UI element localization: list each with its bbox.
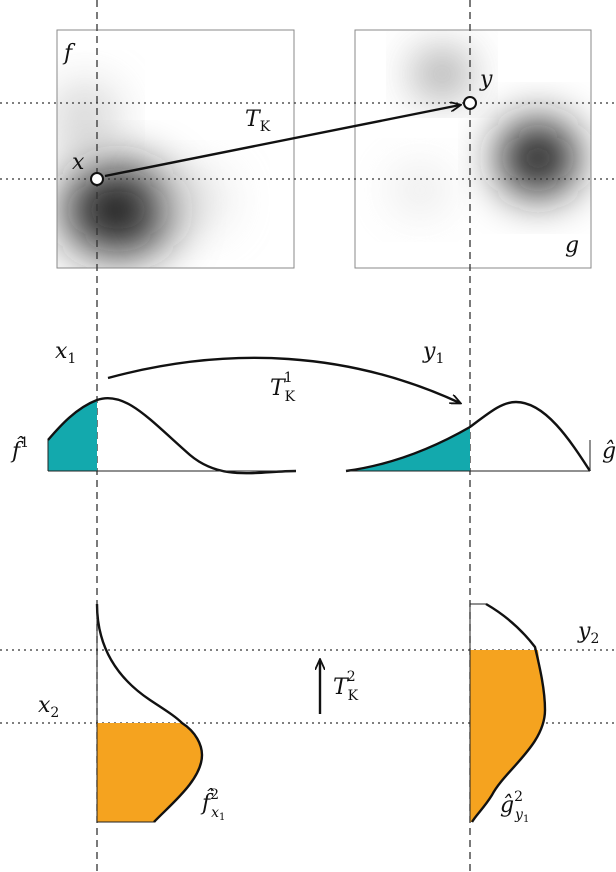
conditional-f2 [95, 603, 204, 823]
label-y2: y2 [577, 619, 599, 647]
label-y: y [479, 67, 493, 92]
label-x1-sub: 1 [67, 351, 76, 367]
point-y-marker [463, 96, 477, 110]
marginal-f1 [47, 396, 297, 475]
density-g-frame [354, 29, 592, 269]
density-g-panel [354, 29, 592, 269]
label-f-hat-1: f̂1 [10, 435, 29, 464]
label-g-hat-y1-sup: 2 [514, 789, 523, 805]
label-g-hat-y1-sub: y [514, 807, 524, 823]
point-x-marker [90, 172, 104, 186]
label-g-hat-y1: ĝ2 y1 [500, 789, 529, 825]
label-x1-main: x [55, 339, 68, 364]
label-y1-main: y [422, 339, 436, 364]
density-f-frame [56, 29, 295, 269]
label-f-hat-x1-sub: x [211, 805, 219, 821]
marginal-g1-shaded [346, 427, 470, 471]
marginal-f1-curve [47, 396, 297, 475]
conditional-f2-curve [95, 603, 204, 823]
label-y1: y1 [422, 339, 444, 367]
label-tk2-main: T [333, 675, 350, 700]
transport-arrow [104, 105, 460, 178]
label-y2-main: y [577, 619, 591, 644]
label-tk1-main: T [270, 376, 287, 401]
density-g-blob [390, 52, 578, 216]
label-tk1-sub: K [285, 389, 296, 405]
label-tk1-sup: 1 [284, 370, 293, 386]
marginal-g1 [345, 400, 592, 473]
density-f-panel [56, 29, 295, 269]
label-tk-main: T [245, 107, 262, 132]
label-tk-sub: K [260, 119, 271, 135]
conditional-g2-shaded [470, 650, 545, 822]
label-x: x [72, 150, 85, 175]
label-g-hat-y1-subsub: 1 [523, 814, 529, 825]
label-f-hat-x1-sup: 2 [210, 787, 219, 803]
label-f-hat-1-sup: 1 [20, 435, 29, 451]
label-x1: x1 [55, 339, 76, 367]
label-g: g [565, 233, 579, 258]
label-tk: TK [245, 107, 271, 135]
conditional-g2 [469, 602, 547, 823]
label-tk2-sub: K [348, 688, 359, 704]
label-y2-sub: 2 [590, 631, 599, 647]
conditional-g2-curve [470, 602, 547, 823]
transport-arrow-1d [107, 356, 460, 403]
label-x2-sub: 2 [50, 705, 59, 721]
label-g-hat-y1-main: ĝ [500, 793, 514, 818]
label-tk2-sup: 2 [347, 669, 356, 685]
density-f-blob [57, 85, 230, 255]
label-f-hat-x1-subsub: 1 [219, 812, 225, 823]
label-x2-main: x [38, 693, 51, 718]
label-x2: x2 [38, 693, 59, 721]
label-y1-sub: 1 [435, 351, 444, 367]
marginal-f1-shaded [48, 400, 97, 471]
marginal-g1-curve [345, 400, 592, 473]
label-g-hat-1: ĝ [602, 439, 616, 464]
conditional-f2-shaded [97, 723, 202, 822]
